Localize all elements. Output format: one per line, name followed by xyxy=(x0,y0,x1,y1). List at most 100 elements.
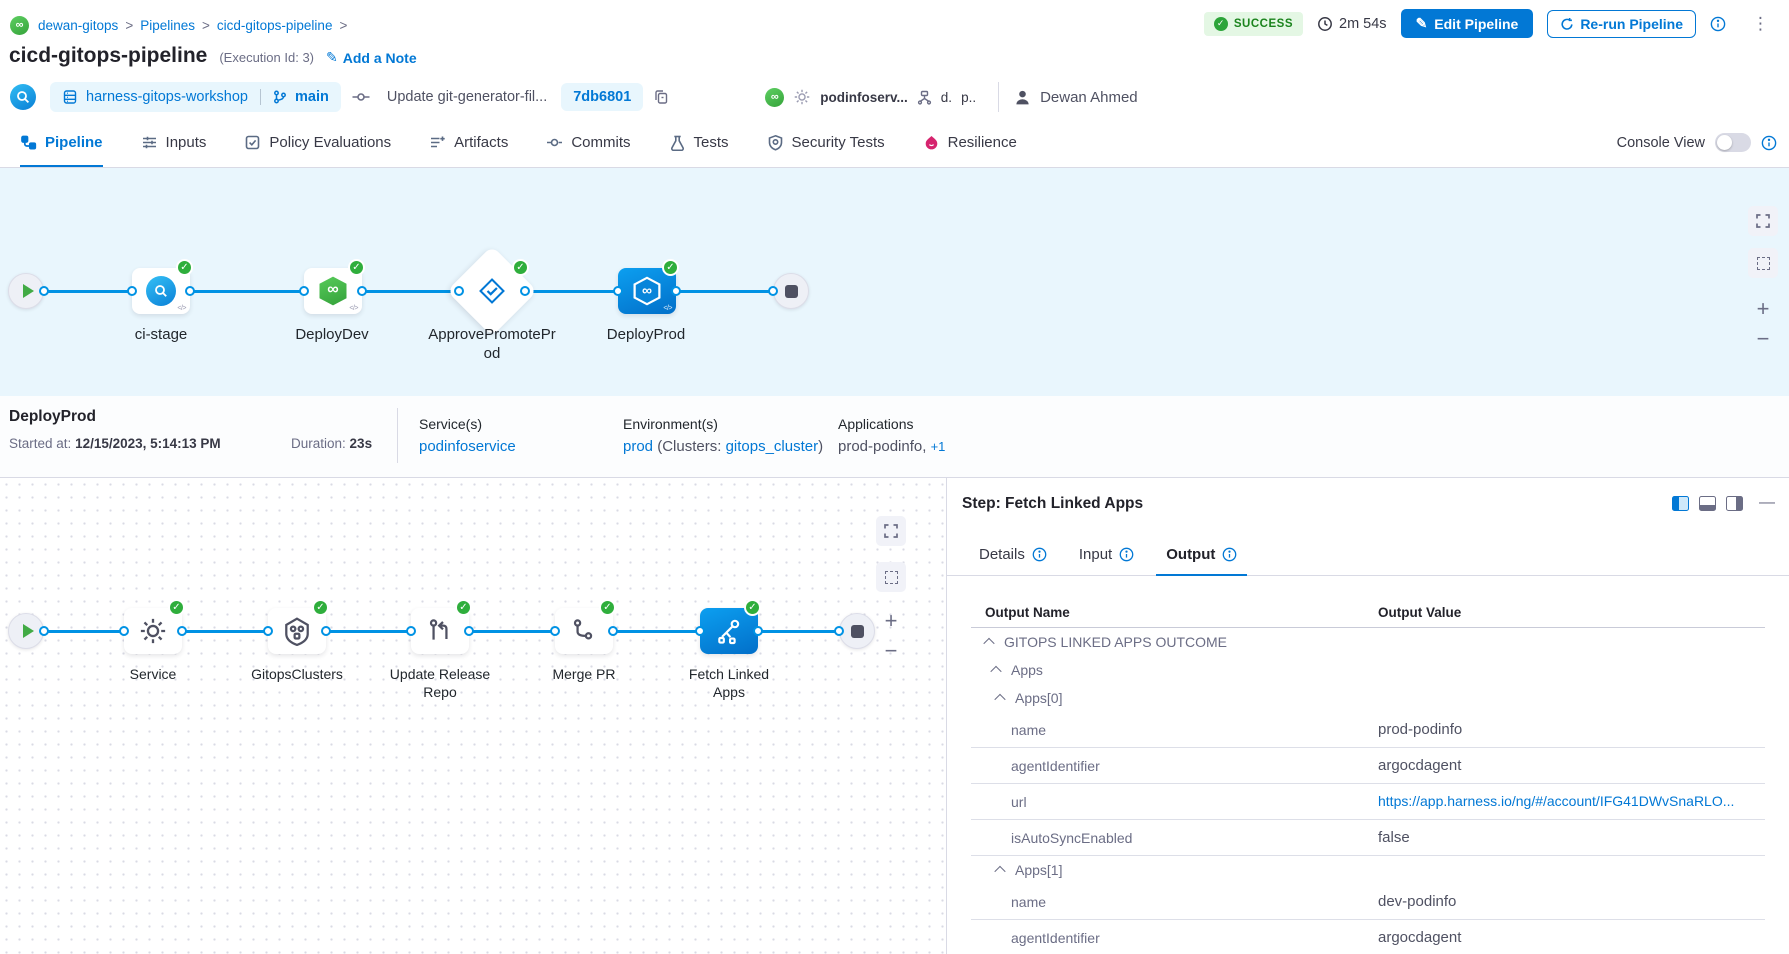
fullscreen-button[interactable] xyxy=(876,516,906,546)
commit-sha[interactable]: 7db6801 xyxy=(561,83,644,111)
step-label[interactable]: Fetch Linked Apps xyxy=(688,666,770,700)
repo-name[interactable]: harness-gitops-workshop xyxy=(86,89,248,105)
step-label[interactable]: Merge PR xyxy=(552,666,616,682)
layout-left-panel-icon[interactable] xyxy=(1672,495,1689,511)
breadcrumb-project[interactable]: dewan-gitops xyxy=(38,17,119,33)
console-code-icon: </> xyxy=(349,305,358,312)
clusters-icon xyxy=(285,617,309,646)
info-icon[interactable] xyxy=(1710,16,1726,32)
tab-output[interactable]: Output xyxy=(1150,534,1253,576)
marquee-select-button[interactable] xyxy=(1748,248,1778,278)
fullscreen-icon xyxy=(1756,214,1770,228)
step-end-node[interactable] xyxy=(839,613,875,649)
step-start-node[interactable] xyxy=(8,613,44,649)
step-node-update-release-repo[interactable] xyxy=(411,608,469,654)
info-icon xyxy=(1032,547,1047,562)
console-view-toggle[interactable] xyxy=(1715,133,1751,152)
success-check-icon: ✓ xyxy=(455,599,472,616)
ci-stage-icon xyxy=(146,276,176,306)
step-graph-canvas[interactable]: ✓ Service ✓ GitopsClusters ✓ Update Rele… xyxy=(0,478,946,954)
stop-icon xyxy=(850,624,864,638)
zoom-in-button[interactable]: + xyxy=(1756,296,1770,321)
tab-tests[interactable]: Tests xyxy=(669,118,729,167)
success-check-icon: ✓ xyxy=(176,259,193,276)
env-short-2[interactable]: p.. xyxy=(961,89,977,105)
step-node-service[interactable] xyxy=(124,608,182,654)
tab-artifacts[interactable]: Artifacts xyxy=(429,118,508,167)
environment-link[interactable]: prod xyxy=(623,438,654,455)
stage-node-ci-stage[interactable]: </> xyxy=(132,268,190,314)
tab-policy-evaluations[interactable]: Policy Evaluations xyxy=(244,118,391,167)
execution-id: (Execution Id: 3) xyxy=(219,50,314,65)
stage-label[interactable]: ci-stage xyxy=(134,326,188,343)
output-value-link[interactable]: https://app.harness.io/ng/#/account/IFG4… xyxy=(1378,793,1735,809)
pipeline-end-node[interactable] xyxy=(773,273,809,309)
env-short-1[interactable]: d. xyxy=(940,89,953,105)
table-row-group[interactable]: Apps xyxy=(971,656,1765,684)
table-row-group[interactable]: Apps[0] xyxy=(971,684,1765,712)
duration: 2m 54s xyxy=(1317,16,1387,32)
user-avatar-icon xyxy=(1016,90,1029,104)
pipeline-start-node[interactable] xyxy=(8,273,44,309)
tab-pipeline[interactable]: Pipeline xyxy=(20,118,103,167)
output-value: argocdagent xyxy=(1378,929,1462,946)
service-link: podinfoservice xyxy=(419,438,516,455)
zoom-in-button[interactable]: + xyxy=(884,608,898,633)
service-name-short[interactable]: podinfoserv... xyxy=(820,89,908,105)
environment-value: prod (Clusters: gitops_cluster) xyxy=(623,438,824,455)
stage-name: DeployProd xyxy=(9,408,96,425)
stage-label[interactable]: DeployDev xyxy=(295,326,369,343)
zoom-out-button[interactable]: − xyxy=(884,638,898,663)
cluster-link[interactable]: gitops_cluster xyxy=(725,438,819,455)
breadcrumb-pipeline[interactable]: cicd-gitops-pipeline xyxy=(216,17,333,33)
stage-graph-canvas[interactable]: </> ✓ ci-stage ∞ </> ✓ DeployDev ✓ Appro… xyxy=(0,168,1789,396)
step-node-fetch-linked-apps[interactable] xyxy=(700,608,758,654)
divider xyxy=(998,82,1000,112)
triggered-by: Dewan Ahmed xyxy=(1013,88,1138,107)
chevron-up-icon[interactable] xyxy=(994,693,1006,706)
port xyxy=(695,626,705,636)
table-row-group[interactable]: GITOPS LINKED APPS OUTCOME xyxy=(971,628,1765,656)
stage-label[interactable]: DeployProd xyxy=(606,326,686,343)
tab-security-tests[interactable]: Security Tests xyxy=(767,118,885,167)
step-node-merge-pr[interactable] xyxy=(555,608,613,654)
layout-right-panel-icon[interactable] xyxy=(1726,495,1743,511)
rerun-pipeline-button[interactable]: Re-run Pipeline xyxy=(1547,9,1696,38)
stage-label[interactable]: ApprovePromoteProd xyxy=(428,326,556,362)
step-detail-panel: Step: Fetch Linked Apps — Details Input … xyxy=(946,478,1789,954)
stage-node-deployprod[interactable]: ∞ </> xyxy=(618,268,676,314)
chevron-up-icon[interactable] xyxy=(990,665,1002,678)
step-label[interactable]: GitopsClusters xyxy=(251,666,343,682)
marquee-select-button[interactable] xyxy=(876,562,906,592)
chevron-up-icon[interactable] xyxy=(994,865,1006,878)
output-value: argocdagent xyxy=(1378,757,1462,774)
layout-bottom-panel-icon[interactable] xyxy=(1699,495,1716,511)
output-key: agentIdentifier xyxy=(1011,929,1100,946)
edit-pipeline-button[interactable]: ✎ Edit Pipeline xyxy=(1400,9,1534,38)
table-row-group[interactable]: Apps[1] xyxy=(971,856,1765,884)
minimize-panel-icon[interactable]: — xyxy=(1759,494,1775,511)
breadcrumb-pipelines[interactable]: Pipelines xyxy=(140,17,195,33)
more-options-menu-icon[interactable]: ⋮ xyxy=(1752,13,1769,33)
chevron-up-icon[interactable] xyxy=(983,637,995,650)
more-applications-link[interactable]: +1 xyxy=(930,439,946,454)
stage-node-deploydev[interactable]: ∞ </> xyxy=(304,268,362,314)
fullscreen-button[interactable] xyxy=(1748,206,1778,236)
zoom-out-button[interactable]: − xyxy=(1756,326,1770,351)
step-label[interactable]: Service xyxy=(129,666,177,682)
tab-resilience[interactable]: Resilience xyxy=(923,118,1017,167)
info-icon[interactable] xyxy=(1761,135,1777,151)
tab-inputs[interactable]: Inputs xyxy=(141,118,206,167)
branch-name[interactable]: main xyxy=(295,89,329,105)
tab-details[interactable]: Details xyxy=(963,534,1063,575)
tab-input[interactable]: Input xyxy=(1063,534,1150,575)
copy-icon[interactable] xyxy=(653,89,669,105)
repo-branch-pill[interactable]: harness-gitops-workshop main xyxy=(50,82,341,112)
commit-message[interactable]: Update git-generator-fil... xyxy=(386,89,548,105)
tab-commits[interactable]: Commits xyxy=(546,118,631,167)
edge xyxy=(362,290,459,293)
step-label[interactable]: Update Release Repo xyxy=(389,666,491,700)
step-node-gitopsclusters[interactable] xyxy=(268,608,326,654)
breadcrumb-separator: > xyxy=(125,17,134,33)
add-note-link[interactable]: ✎ Add a Note xyxy=(326,49,417,66)
